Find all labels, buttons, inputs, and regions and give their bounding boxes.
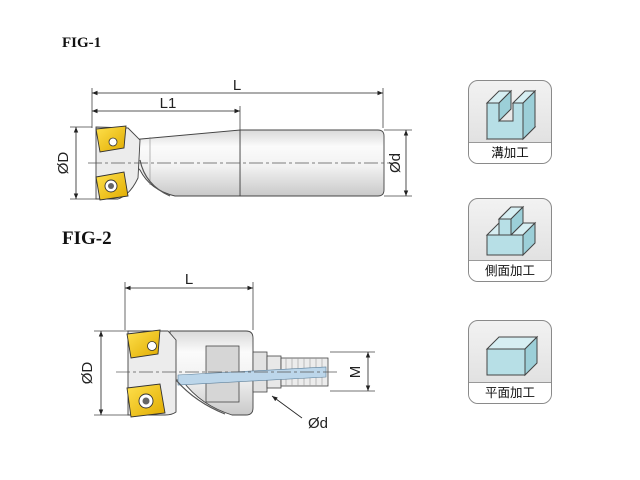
- fig2-dim-d: Ød: [308, 415, 328, 432]
- fig2-dim-D: ØD: [79, 362, 96, 385]
- fig2-dim-d-leader: [271, 395, 303, 419]
- slot-machining-label: 溝加工: [469, 142, 551, 163]
- side-machining-label: 側面加工: [469, 260, 551, 281]
- fig2-dim-M: M: [347, 366, 364, 379]
- side-machining-box: 側面加工: [468, 198, 552, 282]
- slot-machining-icon: [485, 89, 537, 141]
- fig2-tool: L ØD M Ød: [79, 271, 375, 432]
- fig1-dim-d: Ød: [387, 153, 404, 173]
- fig1-tool: L L1 ØD Ød: [55, 77, 412, 201]
- slot-machining-box: 溝加工: [468, 80, 552, 164]
- face-machining-label: 平面加工: [469, 382, 551, 403]
- fig1-title: FIG-1: [62, 35, 102, 51]
- fig1-dim-L1: L1: [160, 95, 177, 112]
- side-machining-icon: [485, 205, 537, 257]
- fig2-title: FIG-2: [62, 228, 112, 249]
- face-machining-box: 平面加工: [468, 320, 552, 404]
- fig1-dim-D: ØD: [55, 152, 72, 175]
- fig2-insert-top: [126, 329, 161, 359]
- fig1-insert-screw-top: [108, 137, 118, 147]
- fig1-dim-L: L: [233, 77, 241, 94]
- fig2-dim-L: L: [185, 271, 193, 288]
- face-machining-icon: [485, 335, 539, 377]
